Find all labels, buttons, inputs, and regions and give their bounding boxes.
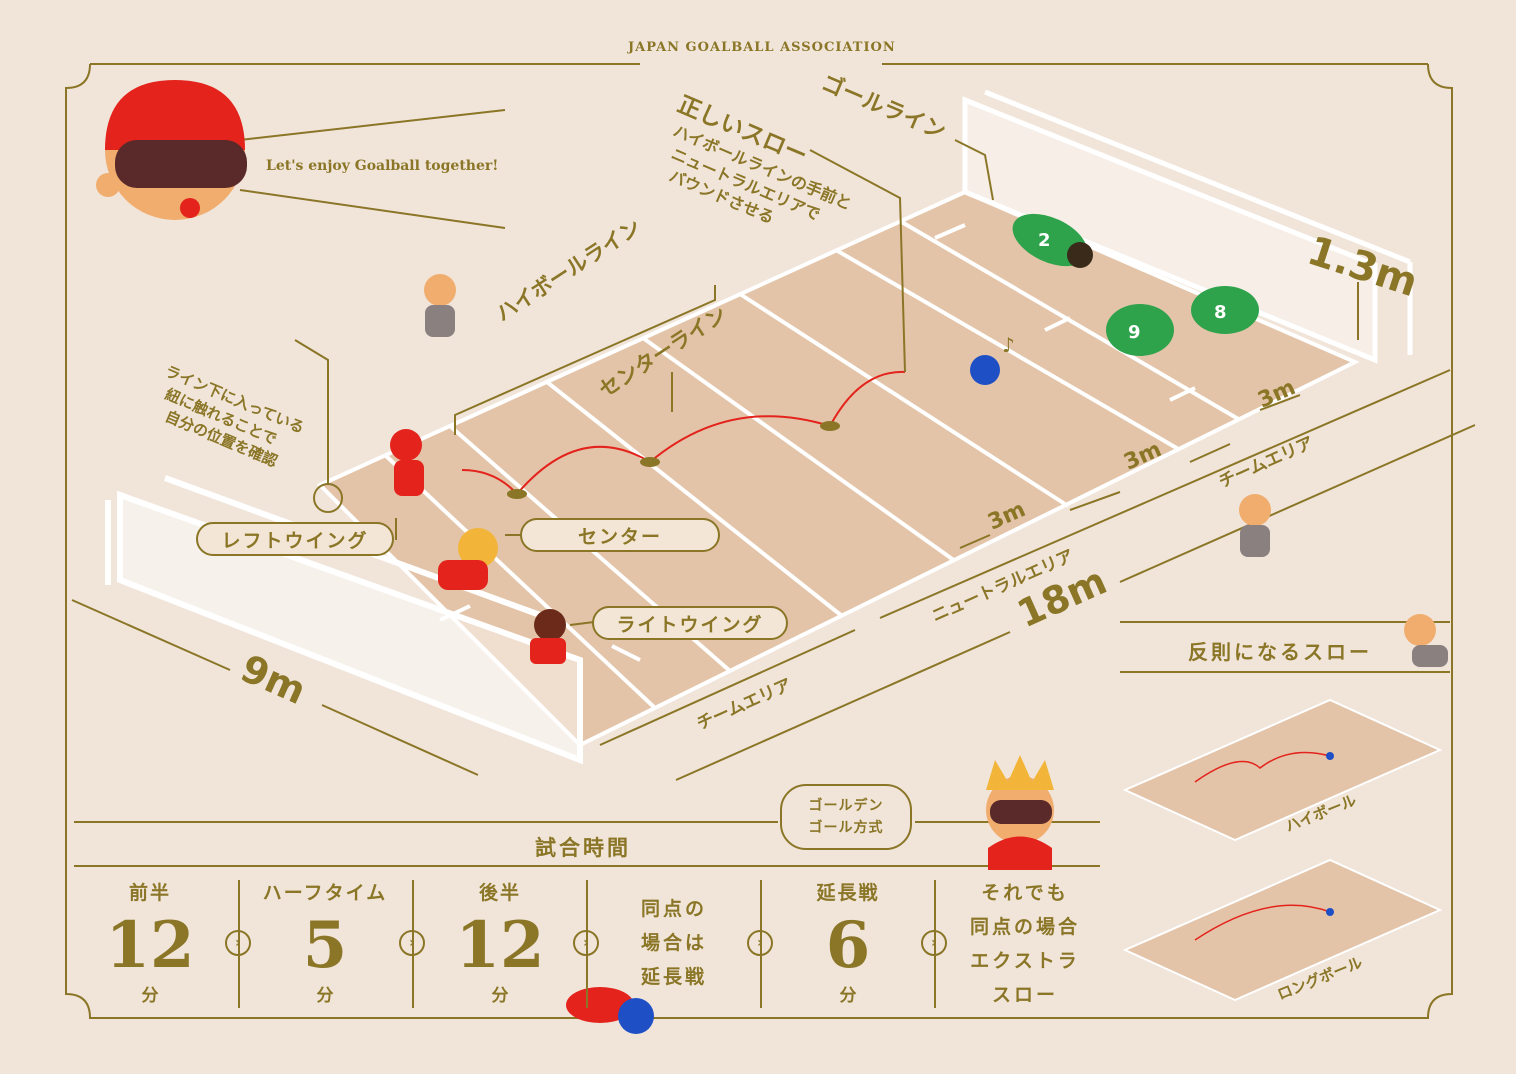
svg-text:9: 9 <box>1128 322 1141 343</box>
golden-goal-mascot <box>986 755 1054 870</box>
first-half-column: 前半 12 分 <box>105 882 195 1006</box>
right-wing-pill: ライトウイング <box>592 606 788 640</box>
note-icon: ♪ <box>1002 333 1015 357</box>
far-goal <box>962 89 1413 364</box>
green-players: 2 9 8 <box>1012 213 1259 356</box>
tagline: Let's enjoy Goalball together! <box>266 158 499 174</box>
foul-throw-label: 反則になるスロー <box>1188 640 1372 664</box>
team-area-bottom: チームエリア <box>694 675 795 735</box>
goal-line-label: ゴールライン <box>818 70 950 146</box>
bounce-marks <box>507 421 840 499</box>
association-title: JAPAN GOALBALL ASSOCIATION <box>628 40 896 55</box>
chevron-right-icon: › <box>921 930 947 956</box>
high-ball-mini-court: ハイボール <box>1122 698 1443 842</box>
width-label: 9m <box>234 646 312 713</box>
tie-column: 同点の 場合は 延長戦 <box>640 898 707 988</box>
goal-ball <box>970 355 1000 385</box>
timeline-title: 試合時間 <box>535 836 631 860</box>
svg-text:8: 8 <box>1214 302 1227 323</box>
frame <box>65 63 1453 1019</box>
court-floor <box>316 189 1360 748</box>
high-ball-line-label: ハイボールライン <box>492 215 646 326</box>
half-time-column: ハーフタイム 5 分 <box>262 882 388 1006</box>
referees <box>424 274 1448 667</box>
svg-text:2: 2 <box>1038 230 1051 251</box>
left-wing-pill: レフトウイング <box>196 522 394 556</box>
chevron-right-icon: › <box>747 930 773 956</box>
red-players <box>390 429 566 664</box>
team-area-top: チームエリア <box>1216 433 1317 493</box>
chevron-right-icon: › <box>399 930 425 956</box>
chevron-right-icon: › <box>225 930 251 956</box>
golden-goal-badge: ゴールデン ゴール方式 <box>780 784 912 850</box>
diving-mascot <box>566 987 654 1034</box>
still-tie-column: それでも 同点の場合 エクストラ スロー <box>969 882 1080 1006</box>
center-pill: センター <box>520 518 720 552</box>
second-half-column: 後半 12 分 <box>455 882 545 1006</box>
long-ball-mini-court: ロングボール <box>1122 858 1443 1004</box>
mascot-head <box>96 80 247 220</box>
overtime-column: 延長戦 6 分 <box>816 882 880 1006</box>
chevron-right-icon: › <box>573 930 599 956</box>
